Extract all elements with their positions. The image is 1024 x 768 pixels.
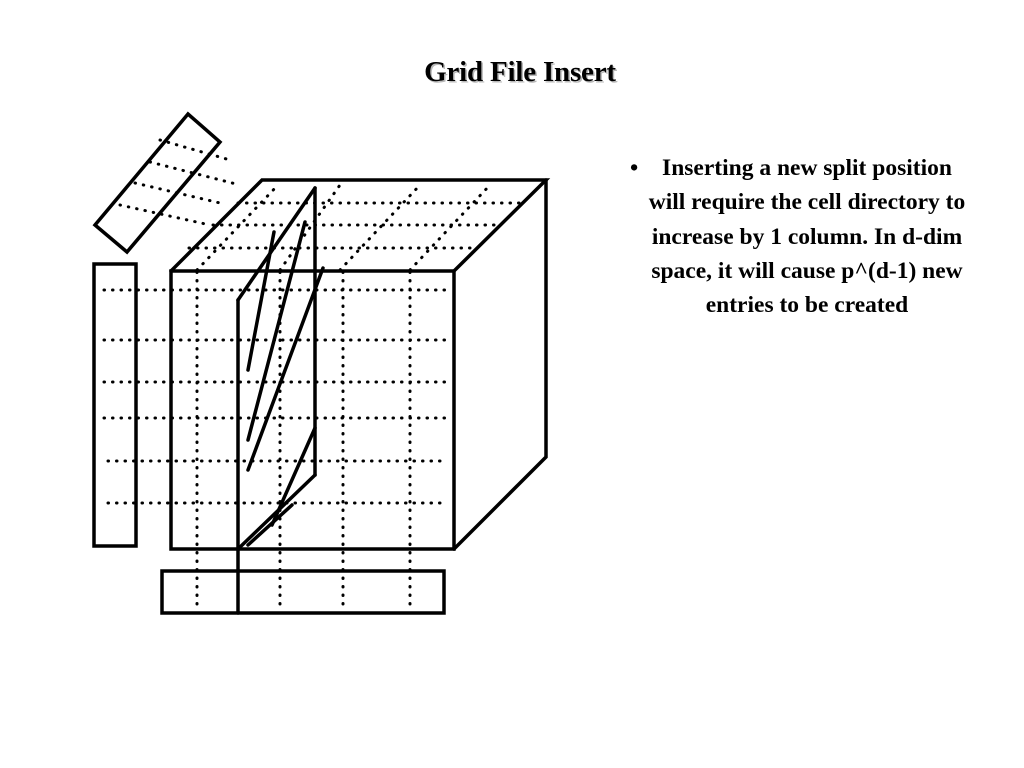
bullet-marker: •	[630, 155, 639, 181]
bullet-list: • Inserting a new split position will re…	[618, 151, 968, 322]
tilted-scale	[92, 111, 223, 255]
bullet-item: • Inserting a new split position will re…	[618, 151, 968, 322]
bullet-text: Inserting a new split position will requ…	[648, 155, 966, 319]
new-split-plane	[236, 186, 325, 551]
cube-front-grid	[102, 270, 450, 612]
bottom-scale	[160, 547, 446, 615]
left-scale	[92, 262, 138, 548]
tilted-scale-grid	[118, 138, 242, 227]
slide-title: Grid File Insert	[424, 56, 616, 88]
cube-top-grid	[187, 183, 522, 272]
cube-outline	[169, 178, 551, 551]
